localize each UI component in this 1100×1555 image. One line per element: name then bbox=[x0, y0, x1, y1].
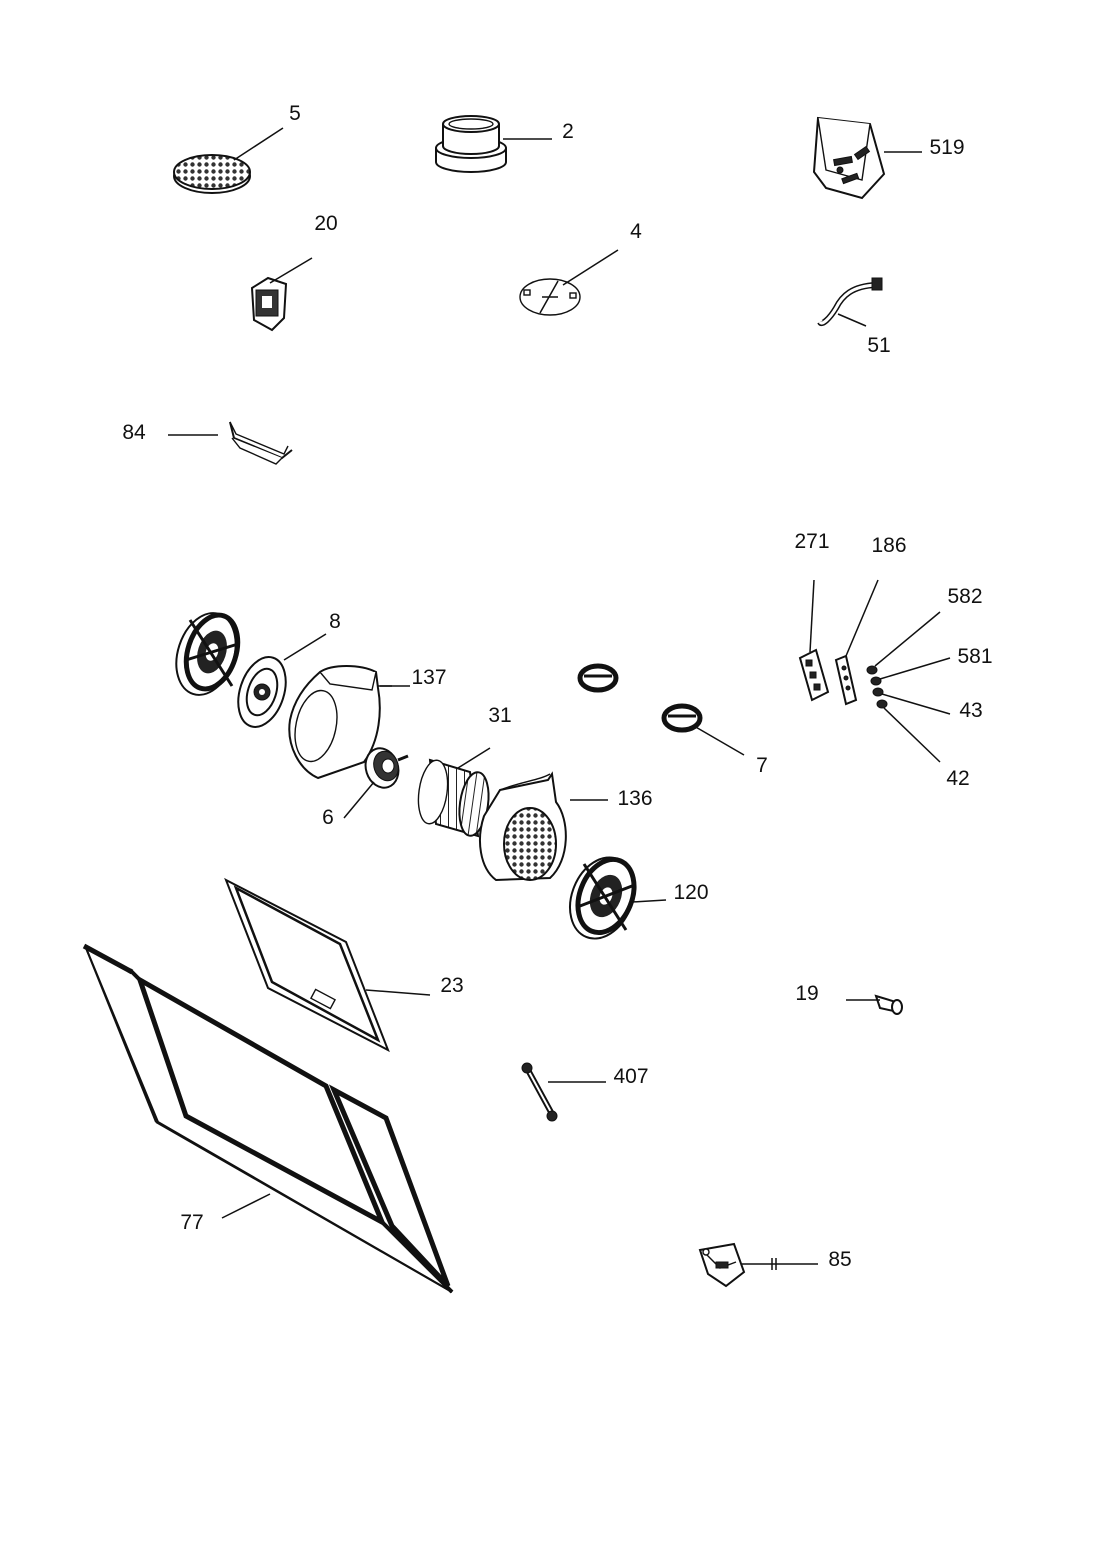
callout-5: 5 bbox=[289, 102, 301, 125]
callout-581: 581 bbox=[957, 645, 992, 668]
leader-7 bbox=[343, 781, 375, 819]
part-137-blower-housing: 137 bbox=[288, 665, 447, 780]
left-motor-grille bbox=[175, 612, 241, 696]
part-43-component: 43 bbox=[872, 687, 983, 722]
part-519-fixing-kit-bag: 519 bbox=[812, 116, 965, 200]
part-4-backdraft-disc: 4 bbox=[519, 220, 642, 316]
callout-120: 120 bbox=[673, 881, 708, 904]
callout-271: 271 bbox=[794, 530, 829, 553]
callout-51: 51 bbox=[867, 334, 890, 357]
callout-43: 43 bbox=[959, 699, 982, 722]
callout-42: 42 bbox=[946, 767, 969, 790]
callout-407: 407 bbox=[613, 1065, 648, 1088]
leader-5 bbox=[233, 127, 284, 161]
part-2-duct-collar: 2 bbox=[435, 115, 574, 173]
part-85-control-module: 85 bbox=[698, 1242, 852, 1288]
callout-85: 85 bbox=[828, 1248, 851, 1271]
callout-19: 19 bbox=[795, 982, 818, 1005]
callout-31: 7 bbox=[756, 754, 768, 777]
callout-186: 186 bbox=[871, 534, 906, 557]
leader-120 bbox=[631, 899, 667, 903]
leader-186 bbox=[845, 579, 879, 657]
callout-519: 519 bbox=[929, 136, 964, 159]
part-5-round-filter: 5 bbox=[173, 102, 301, 194]
leader-8 bbox=[283, 633, 327, 661]
part-51-cable: 51 bbox=[817, 277, 891, 357]
callout-4: 4 bbox=[630, 220, 642, 243]
callout-23: 23 bbox=[440, 974, 463, 997]
callout-77: 77 bbox=[180, 1211, 203, 1234]
part-19-lamp: 19 bbox=[795, 982, 903, 1015]
part-120-motor-grille: 120 bbox=[569, 856, 709, 940]
part-84-bracket: 84 bbox=[122, 421, 293, 465]
leader-582 bbox=[874, 611, 941, 667]
callout-582: 582 bbox=[947, 585, 982, 608]
callout-2: 2 bbox=[562, 120, 574, 143]
callout-7: 6 bbox=[322, 806, 334, 829]
part-582-component: 582 bbox=[866, 585, 983, 675]
callout-8: 8 bbox=[329, 610, 341, 633]
part-7-motor: 6 bbox=[322, 747, 409, 829]
callout-136: 136 bbox=[617, 787, 652, 810]
leader-23 bbox=[365, 989, 431, 996]
part-407-rod: 407 bbox=[521, 1062, 649, 1122]
part-581-component: 581 bbox=[870, 645, 993, 686]
leader-271 bbox=[809, 579, 815, 653]
leader-6 bbox=[457, 747, 491, 769]
callout-84: 84 bbox=[122, 421, 146, 444]
leader-581 bbox=[879, 657, 951, 680]
leader-42 bbox=[883, 707, 941, 763]
part-20-switch-block: 20 bbox=[250, 212, 338, 332]
callout-6: 31 bbox=[488, 704, 511, 727]
part-271-terminal-block: 271 bbox=[794, 530, 830, 702]
part-31-rings: 7 bbox=[577, 663, 768, 777]
part-42-component: 42 bbox=[876, 699, 970, 790]
part-8-motor-plate: 8 bbox=[237, 610, 341, 728]
part-136-blower-housing: 136 bbox=[479, 771, 653, 882]
part-23-filter-panel: 23 bbox=[224, 877, 464, 1053]
leader-4 bbox=[562, 249, 619, 286]
part-77-glass-panel: 77 bbox=[82, 943, 454, 1294]
leader-20 bbox=[269, 257, 313, 284]
leader-51 bbox=[837, 313, 867, 327]
part-6-impeller: 31 bbox=[417, 704, 512, 838]
callout-137: 137 bbox=[411, 666, 446, 689]
leader-31 bbox=[693, 725, 745, 756]
leader-77 bbox=[221, 1193, 271, 1219]
leader-43 bbox=[881, 693, 951, 715]
callout-20: 20 bbox=[314, 212, 337, 235]
part-186-led-strip: 186 bbox=[834, 534, 907, 706]
